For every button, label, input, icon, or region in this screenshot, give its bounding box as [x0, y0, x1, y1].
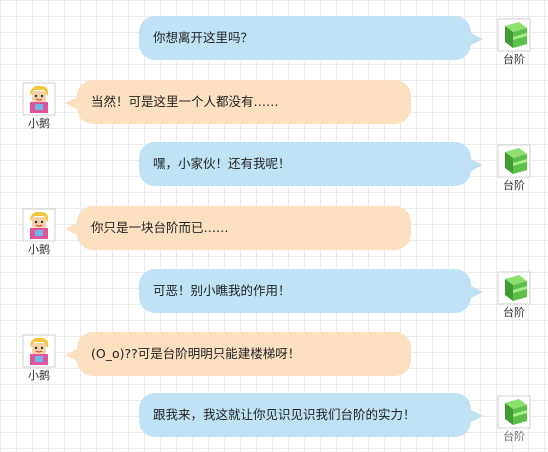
message-bubble: 你想离开这里吗？ — [139, 16, 483, 60]
speaker-name: 台阶 — [503, 53, 525, 66]
speaker-name: 台阶 — [503, 179, 525, 192]
message-bubble: 嘿，小家伙！还有我呢！ — [139, 142, 483, 186]
chat-message: 小鹅 当然！可是这里一个人都没有…… — [0, 80, 548, 138]
chat-message: 你想离开这里吗？ 台阶 — [0, 16, 548, 74]
message-text: 当然！可是这里一个人都没有…… — [91, 94, 279, 109]
message-text: 你想离开这里吗？ — [153, 30, 254, 45]
message-bubble: 可恶！别小瞧我的作用！ — [139, 269, 483, 313]
message-bubble: 你只是一块台阶而已…… — [65, 206, 411, 250]
step-block-icon — [497, 18, 531, 52]
message-bubble: 跟我来，我这就让你见识见识我们台阶的实力！ — [139, 393, 483, 437]
message-text: (O_o)??可是台阶明明只能建楼梯呀！ — [91, 346, 301, 361]
message-bubble: (O_o)??可是台阶明明只能建楼梯呀！ — [65, 332, 411, 376]
girl-avatar-icon — [22, 334, 56, 368]
message-text: 跟我来，我这就让你见识见识我们台阶的实力！ — [153, 407, 416, 422]
chat-message: 跟我来，我这就让你见识见识我们台阶的实力！ 台阶 — [0, 393, 548, 451]
step-block-icon — [497, 271, 531, 305]
chat-message: 可恶！别小瞧我的作用！ 台阶 — [0, 269, 548, 327]
girl-avatar-icon — [22, 82, 56, 116]
chat-message: 小鹅 你只是一块台阶而已…… — [0, 206, 548, 264]
chat-message: 小鹅 (O_o)??可是台阶明明只能建楼梯呀！ — [0, 332, 548, 390]
speaker-name: 台阶 — [503, 306, 525, 319]
speaker-name: 小鹅 — [28, 243, 50, 256]
message-text: 你只是一块台阶而已…… — [91, 220, 229, 235]
step-block-icon — [497, 395, 531, 429]
step-block-icon — [497, 144, 531, 178]
message-text: 嘿，小家伙！还有我呢！ — [153, 156, 291, 171]
chat-message: 嘿，小家伙！还有我呢！ 台阶 — [0, 142, 548, 200]
message-bubble: 当然！可是这里一个人都没有…… — [65, 80, 411, 124]
message-text: 可恶！别小瞧我的作用！ — [153, 283, 291, 298]
speaker-name: 小鹅 — [28, 117, 50, 130]
girl-avatar-icon — [22, 208, 56, 242]
speaker-name: 小鹅 — [28, 369, 50, 382]
speaker-name: 台阶 — [503, 430, 525, 443]
